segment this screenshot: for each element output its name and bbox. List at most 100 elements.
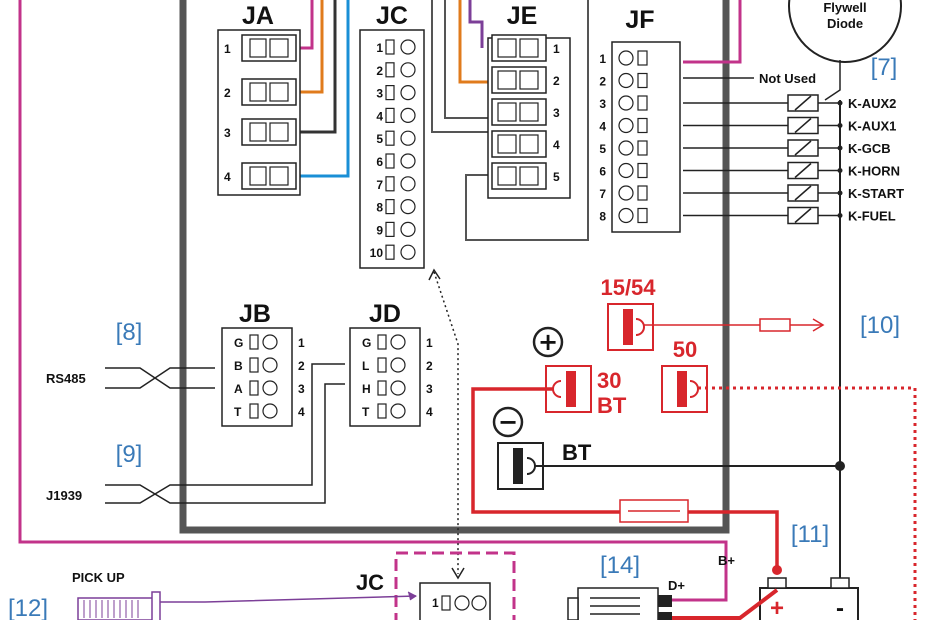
alternator-pulley — [567, 597, 579, 620]
battery-terminal-minus — [830, 577, 850, 589]
ja-title: JA — [242, 2, 274, 30]
relay-label-k-gcb: K-GCB — [848, 141, 891, 156]
j1939-wire-l — [105, 363, 345, 504]
magenta-wire-jf1 — [683, 0, 742, 64]
jf-pin-3-screw — [618, 95, 634, 111]
jc-pin-2-slot — [385, 62, 395, 78]
ref-12: [12] — [8, 595, 48, 620]
je-pin-4: 4 — [553, 138, 560, 152]
terminal-50-hook — [689, 380, 699, 398]
je-pin-2-slot-b — [519, 70, 539, 90]
jd-pin-G-slot — [377, 334, 387, 350]
ja-pin-1-slot-b — [269, 38, 289, 58]
relay-coil-slash-1 — [794, 117, 812, 134]
jd-pin-num-3: 3 — [426, 382, 433, 396]
jc-pin-9-screw — [400, 221, 416, 237]
relay-label-k-horn: K-HORN — [848, 164, 900, 179]
jf-pin-6: 6 — [599, 165, 606, 179]
ja-pin-2-slot-a — [249, 82, 267, 102]
jc-pin-6-screw — [400, 153, 416, 169]
terminal-bt-label: BT — [562, 440, 592, 465]
battery — [759, 587, 859, 620]
jc-pin-3: 3 — [376, 87, 383, 101]
relay-label-k-start: K-START — [848, 186, 904, 201]
jb-pin-A-screw — [262, 380, 278, 396]
battery-plus-junction — [772, 565, 782, 575]
ja-pin-1: 1 — [224, 42, 231, 56]
jf-pin-5-slot — [637, 140, 648, 156]
j1939-label: J1939 — [46, 488, 82, 503]
jb-pin-T: T — [234, 405, 242, 419]
diode-lead — [824, 60, 841, 101]
jd-pin-G: G — [362, 336, 371, 350]
jd-pin-H-screw — [390, 380, 406, 396]
ja-pin-3-slot-a — [249, 122, 267, 142]
rs485-wire-a — [105, 367, 215, 389]
flywell-diode-line2: Diode — [827, 16, 863, 31]
jc-pin-1-slot — [385, 39, 395, 55]
jc-pin-9: 9 — [376, 223, 383, 237]
jc-bottom-pin-1-screw2 — [471, 595, 487, 611]
jb-pin-G-slot — [249, 334, 259, 350]
je-wire-orange — [458, 0, 492, 84]
jc-pin-10-screw — [400, 244, 416, 260]
je-pin-1-slot-b — [519, 38, 539, 58]
ja-wire-black — [300, 0, 337, 134]
jc-bottom-pin-1-screw — [454, 595, 470, 611]
jd-pin-H-slot — [377, 380, 387, 396]
terminal-30-hook — [552, 380, 562, 398]
magenta-wire-outer — [18, 0, 728, 602]
je-wire-loop — [465, 0, 589, 241]
relay-label-k-aux2: K-AUX2 — [848, 96, 896, 111]
jc-pin-1: 1 — [376, 41, 383, 55]
jc-pin-6-slot — [385, 153, 395, 169]
jf-pin-7: 7 — [599, 187, 606, 201]
jc-pin-5-screw — [400, 130, 416, 146]
jd-pin-num-4: 4 — [426, 405, 433, 419]
terminal-1554-label: 15/54 — [600, 275, 656, 300]
relay-coil-slash-4 — [794, 185, 812, 201]
je-pin-3-slot-a — [497, 102, 517, 122]
ja-wire-blue — [300, 0, 350, 178]
je-pin-3: 3 — [553, 106, 560, 120]
terminal-bt-hook — [526, 457, 536, 475]
je-wire-purple — [468, 0, 484, 48]
jf-pin-2-slot — [637, 72, 648, 89]
jf-connector — [611, 41, 681, 233]
relay-coil-slash-3 — [794, 162, 812, 179]
je-wire-gray — [444, 0, 492, 119]
jc-pin-7: 7 — [376, 178, 383, 192]
ja-pin-3-slot-b — [269, 122, 289, 142]
jf-pin-6-screw — [618, 162, 634, 179]
jc-bottom-pin-1: 1 — [432, 596, 439, 610]
relay-label-k-fuel: K-FUEL — [848, 209, 896, 224]
jc-bottom-title: JC — [356, 570, 384, 595]
alternator-fins — [590, 597, 640, 615]
plus-symbol: + — [538, 328, 558, 356]
rs485-wire-b — [105, 367, 215, 389]
pickup-thread — [83, 600, 139, 618]
rs485-label: RS485 — [46, 371, 86, 386]
ja-pin-2-slot-b — [269, 82, 289, 102]
jf-pin-5: 5 — [599, 142, 606, 156]
fuse-1554 — [759, 318, 791, 332]
ja-pin-1-slot-a — [249, 38, 267, 58]
jb-pin-B: B — [234, 359, 243, 373]
jc-pin-5-slot — [385, 130, 395, 146]
jf-pin-2: 2 — [599, 75, 606, 89]
battery-plus-label: + — [770, 595, 784, 620]
je-pin-1: 1 — [553, 42, 560, 56]
jc-dotted-arrow-up — [428, 268, 441, 281]
relay-junction-4 — [837, 190, 843, 196]
je-pin-3-slot-b — [519, 102, 539, 122]
jb-title: JB — [239, 300, 271, 328]
ja-pin-3: 3 — [224, 126, 231, 140]
jc-dotted-link — [433, 271, 459, 574]
je-pin-4-slot-b — [519, 134, 539, 154]
j1939-wire-h — [105, 383, 345, 504]
pickup-arrow — [407, 591, 417, 601]
alternator-dplus-terminal — [658, 595, 672, 607]
